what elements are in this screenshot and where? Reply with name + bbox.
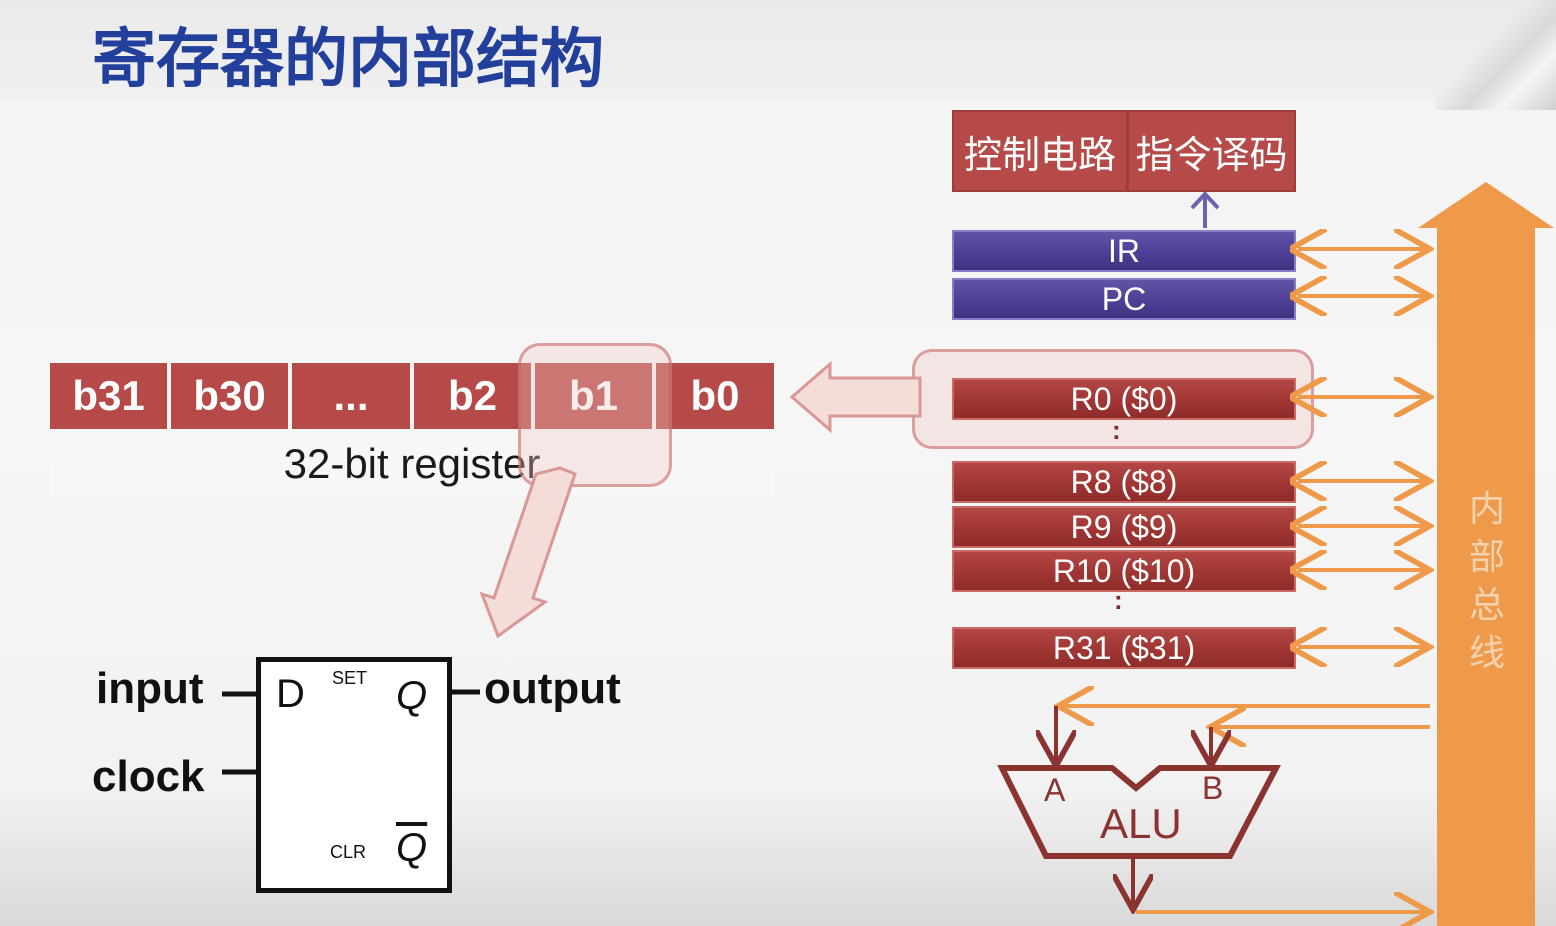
bus-to-alu-arrows: [1062, 706, 1430, 912]
internal-bus-arrow: [1418, 182, 1554, 926]
instruction-decode-box: 指令译码: [1127, 110, 1296, 192]
ff-q-label: Q: [396, 674, 428, 718]
register-bus-arrows: [1298, 249, 1426, 647]
r9-register: R9 ($9): [952, 506, 1296, 548]
bus-char-3: 总: [1468, 585, 1505, 626]
bus-char-1: 内: [1468, 489, 1505, 530]
r8-register: R8 ($8): [952, 461, 1296, 503]
bit-b30: b30: [171, 363, 288, 429]
clock-label: clock: [92, 752, 205, 801]
bit-b31: b31: [50, 363, 167, 429]
bit-b1: b1: [535, 363, 652, 429]
r10-register: R10 ($10): [952, 550, 1296, 592]
alu-shape: [997, 765, 1281, 859]
ellipsis-dots-2: :: [1114, 585, 1123, 615]
ff-d-label: D: [276, 672, 305, 716]
internal-bus-label: 内 部 总 线: [1462, 486, 1512, 678]
r0-register: R0 ($0): [952, 378, 1296, 420]
bit-highlight: [518, 343, 672, 487]
d-flipflop: [256, 657, 452, 893]
alu-label: ALU: [1100, 800, 1182, 847]
register-detail-arrow: [789, 360, 922, 434]
corner-decoration: [1436, 0, 1556, 110]
ir-register: IR: [952, 230, 1296, 272]
bit-b2: b2: [414, 363, 531, 429]
bit-b0: b0: [656, 363, 774, 429]
alu-io-arrows: [1056, 706, 1211, 906]
bit-to-flipflop-arrow: [479, 466, 577, 639]
ff-set-label: SET: [332, 668, 368, 688]
input-label: input: [96, 664, 204, 713]
output-label: output: [484, 664, 621, 713]
pc-register: PC: [952, 278, 1296, 320]
alu-b-label: B: [1202, 770, 1224, 806]
bit-ellipsis: ...: [292, 363, 410, 429]
header-band: [0, 0, 1556, 100]
ellipsis-dots-1: :: [1112, 415, 1121, 445]
ff-qbar-label: Q: [396, 826, 428, 870]
page-title: 寄存器的内部结构: [92, 23, 604, 97]
ff-clr-label: CLR: [330, 842, 367, 862]
control-circuit-box: 控制电路: [952, 110, 1128, 192]
bus-char-4: 线: [1468, 633, 1505, 674]
register-bits: b31 b30 ... b2 b1 b0: [50, 363, 774, 429]
register-caption: 32-bit register: [283, 440, 541, 487]
alu-a-label: A: [1044, 772, 1066, 808]
r31-register: R31 ($31): [952, 627, 1296, 669]
bus-char-2: 部: [1468, 537, 1505, 578]
